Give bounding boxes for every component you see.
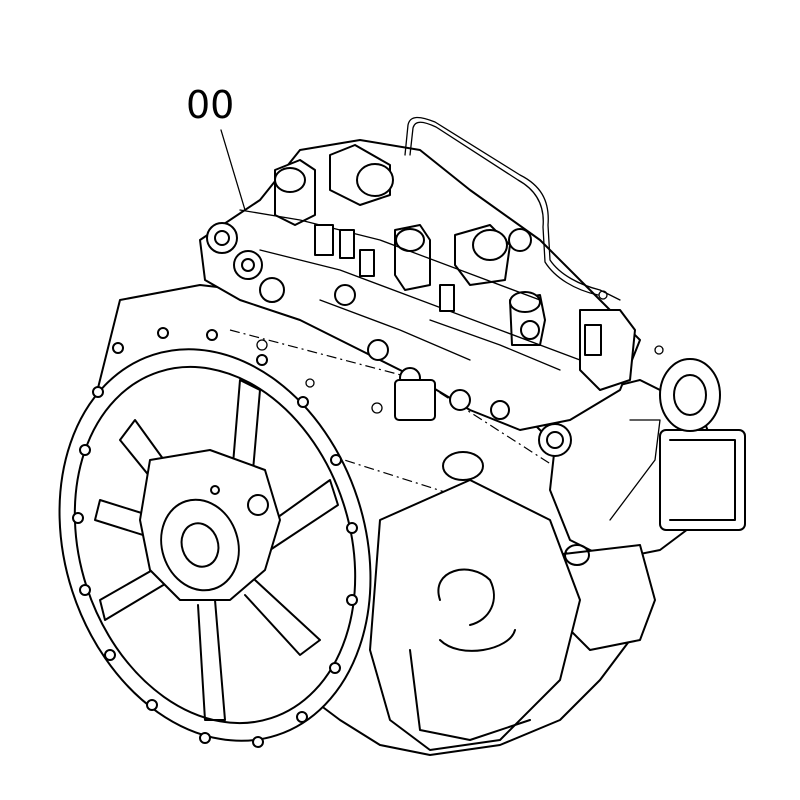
- mounting-flange: [58, 327, 372, 748]
- flange-bolt-holes: [72, 327, 358, 748]
- callout-leader-line: [220, 129, 246, 211]
- rear-housing: [549, 358, 746, 651]
- control-valve-block: [199, 139, 641, 457]
- pilot-tube: [404, 116, 621, 301]
- lower-casing: [369, 451, 581, 751]
- callout-label: 00: [186, 83, 234, 127]
- surface-bolts: [256, 290, 664, 414]
